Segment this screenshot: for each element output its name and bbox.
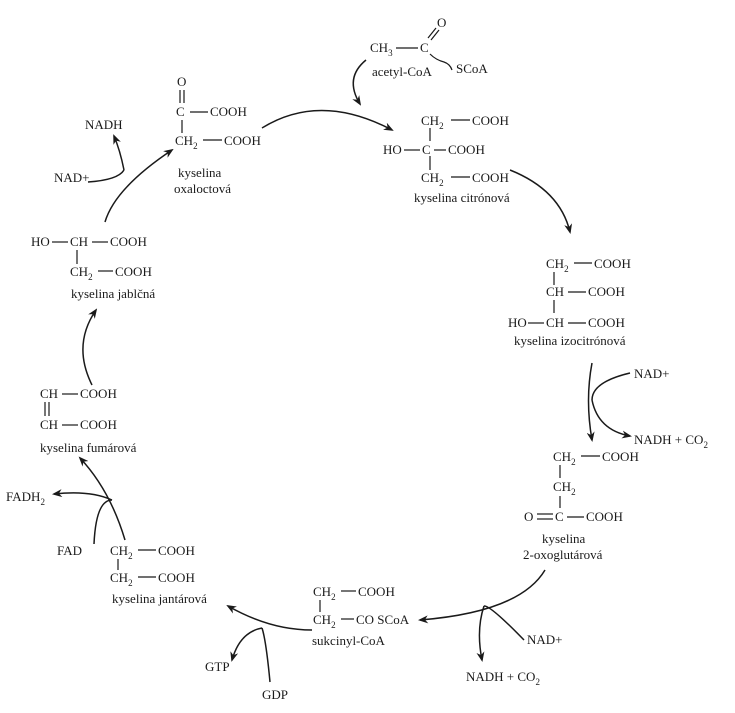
fumaric-ch-a: CH — [40, 386, 58, 401]
malic-label: kyselina jablčná — [71, 286, 155, 301]
succinic-cooh-2: COOH — [158, 570, 195, 585]
cofactor-nadh-co2-1: NADH + CO2 — [634, 432, 708, 450]
isocitric-ho: HO — [508, 315, 527, 330]
isocitric-ch: CH — [546, 284, 564, 299]
succinyl-label: sukcinyl-CoA — [312, 633, 386, 648]
oxoglutaric-cooh-2: COOH — [586, 509, 623, 524]
oxaloacetic-label-1: kyselina — [178, 165, 222, 180]
arrow-succinyl-to-succinate — [226, 605, 313, 631]
succinic-ch2-a: CH2 — [110, 543, 133, 561]
isocitric-cooh-3: COOH — [588, 315, 625, 330]
acetyl-coa-scoa: SCoA — [456, 61, 488, 76]
isocitric-ch2: CH2 — [546, 256, 569, 274]
oxoglutaric-cooh-1: COOH — [602, 449, 639, 464]
arrow-nad-in-3 — [87, 169, 125, 183]
isocitric-ch-b: CH — [546, 315, 564, 330]
malic-ch2: CH2 — [70, 264, 93, 282]
arrow-succinate-to-fumarate — [78, 456, 126, 541]
acetyl-coa-label: acetyl-CoA — [372, 64, 433, 79]
oxaloacetic-o: O — [177, 74, 186, 89]
cofactor-nadh: NADH — [85, 117, 123, 132]
succinyl-ch2-a: CH2 — [313, 584, 336, 602]
arrow-nadh-out-1 — [591, 399, 632, 439]
citric-cooh-2: COOH — [448, 142, 485, 157]
malic-cooh-1: COOH — [110, 234, 147, 249]
arrow-nadh-out-3 — [113, 134, 125, 171]
oxaloacetic-label-2: oxaloctová — [174, 181, 231, 196]
succinic-acid: CH2 COOH CH2 COOH kyselina jantárová — [110, 543, 207, 606]
oxaloacetic-acid: O C COOH CH2 COOH kyselina oxaloctová — [174, 74, 261, 196]
citric-ho: HO — [383, 142, 402, 157]
citric-ch2-top: CH2 — [421, 113, 444, 131]
arrow-fumarate-to-malate — [82, 308, 98, 386]
arrow-fadh2-out — [52, 489, 113, 501]
succinic-label: kyselina jantárová — [112, 591, 207, 606]
arrow-malate-to-oxaloacetate — [104, 148, 174, 223]
oxoglutaric-ch2-a: CH2 — [553, 449, 576, 467]
oxoglutaric-label-1: kyselina — [542, 531, 586, 546]
isocitric-label: kyselina izocitrónová — [514, 333, 626, 348]
succinyl-coscoa: CO SCoA — [356, 612, 410, 627]
cofactor-gtp: GTP — [205, 659, 230, 674]
citric-c: C — [422, 142, 431, 157]
double-bond — [427, 27, 437, 39]
acetyl-coa-c: C — [420, 40, 429, 55]
arrow-citrate-to-isocitrate — [509, 169, 573, 234]
fumaric-acid: CH COOH CH COOH kyselina fumárová — [40, 386, 137, 455]
arrow-nad-in-1 — [591, 372, 631, 401]
arrow-nadh-out-2 — [476, 605, 485, 662]
oxaloacetic-ch2: CH2 — [175, 133, 198, 151]
malic-acid: HO CH COOH CH2 COOH kyselina jablčná — [31, 234, 155, 301]
arrow-isocitrate-to-oxoglutarate — [586, 362, 595, 442]
citric-ch2-bottom: CH2 — [421, 170, 444, 188]
malic-ho: HO — [31, 234, 50, 249]
citric-label: kyselina citrónová — [414, 190, 510, 205]
succinic-cooh-1: COOH — [158, 543, 195, 558]
cofactor-nad-plus-3: NAD+ — [54, 170, 90, 185]
cofactor-nad-plus-1: NAD+ — [634, 366, 670, 381]
wavy-bond — [429, 53, 453, 71]
succinic-ch2-b: CH2 — [110, 570, 133, 588]
isocitric-cooh-1: COOH — [594, 256, 631, 271]
oxoglutaric-ch2-b: CH2 — [553, 479, 576, 497]
arrow-oxoglutarate-to-succinyl — [418, 569, 546, 624]
citric-cooh-1: COOH — [472, 113, 509, 128]
acetyl-coa-ch3: CH3 — [370, 40, 393, 58]
oxaloacetic-c: C — [176, 104, 185, 119]
oxoglutaric-o: O — [524, 509, 533, 524]
arrow-gtp-out — [230, 627, 263, 662]
malic-ch: CH — [70, 234, 88, 249]
oxoglutaric-label-2: 2-oxoglutárová — [523, 547, 603, 562]
arrow-gdp-in — [261, 627, 271, 683]
succinyl-coa: CH2 COOH CH2 CO SCoA sukcinyl-CoA — [312, 584, 410, 648]
oxaloacetic-cooh-2: COOH — [224, 133, 261, 148]
arrow-fad-in — [93, 499, 113, 545]
arrow-acetyl-to-citrate — [352, 59, 367, 106]
malic-cooh-2: COOH — [115, 264, 152, 279]
fumaric-cooh-1: COOH — [80, 386, 117, 401]
cofactor-nadh-co2-2: NADH + CO2 — [466, 669, 540, 687]
double-bond — [430, 29, 440, 41]
succinyl-cooh: COOH — [358, 584, 395, 599]
fumaric-ch-b: CH — [40, 417, 58, 432]
oxoglutaric-acid: CH2 COOH CH2 O C COOH kyselina 2-oxoglut… — [523, 449, 639, 562]
oxoglutaric-c: C — [555, 509, 564, 524]
fumaric-cooh-2: COOH — [80, 417, 117, 432]
cofactor-fad: FAD — [57, 543, 82, 558]
isocitric-cooh-2: COOH — [588, 284, 625, 299]
citric-cooh-3: COOH — [472, 170, 509, 185]
isocitric-acid: CH2 COOH CH COOH HO CH COOH kyselina izo… — [508, 256, 631, 348]
oxaloacetic-cooh-1: COOH — [210, 104, 247, 119]
cofactor-fadh2: FADH2 — [6, 489, 45, 507]
arrow-nad-in-2 — [483, 605, 525, 641]
arrow-oxaloacetate-to-citrate — [261, 109, 394, 131]
acetyl-coa: CH3 C O SCoA acetyl-CoA — [370, 15, 488, 79]
succinyl-ch2-b: CH2 — [313, 612, 336, 630]
fumaric-label: kyselina fumárová — [40, 440, 137, 455]
cofactor-gdp: GDP — [262, 687, 288, 702]
acetyl-coa-o: O — [437, 15, 446, 30]
cofactor-nad-plus-2: NAD+ — [527, 632, 563, 647]
citric-acid: CH2 COOH HO C COOH CH2 COOH kyselina cit… — [383, 113, 510, 205]
